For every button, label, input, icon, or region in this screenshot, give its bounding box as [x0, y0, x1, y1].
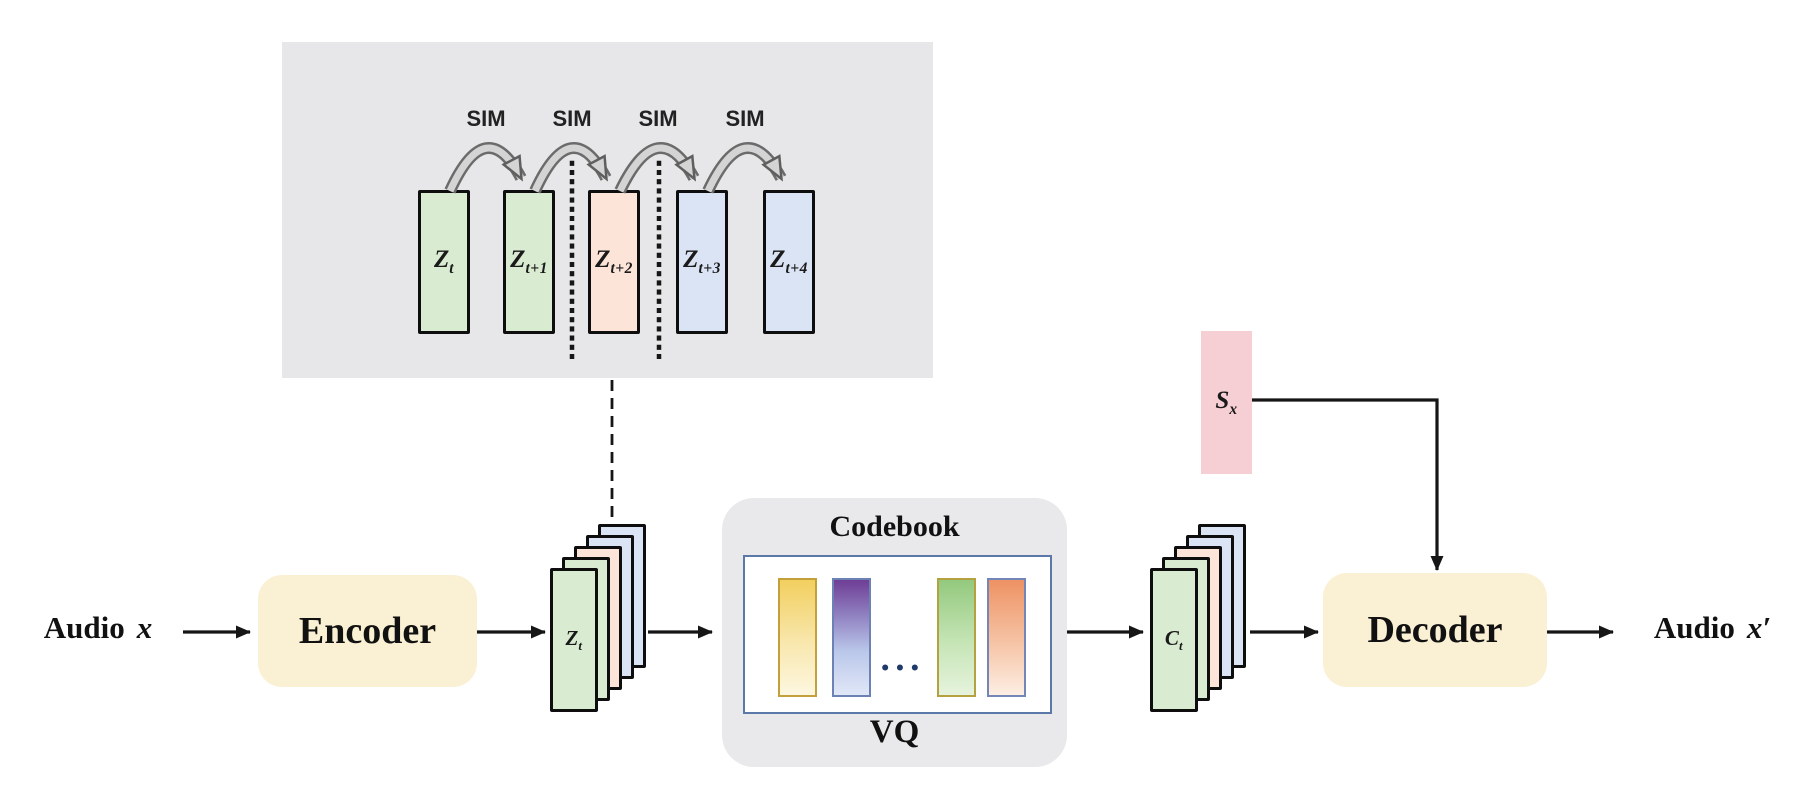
- frame-z-t4: Zt+4: [763, 190, 815, 334]
- similarity-panel: SIM SIM SIM SIM Zt Zt+1 Zt+2 Zt+3 Zt+4: [282, 42, 933, 378]
- audio-output-symbol: x′: [1746, 610, 1772, 645]
- codebook-inner-box: •••: [743, 555, 1052, 714]
- sim-label-4: SIM: [725, 106, 765, 131]
- vq-label: VQ: [869, 714, 920, 750]
- frame-z-t1: Zt+1: [503, 190, 555, 334]
- codebook-block: Codebook ••• VQ: [722, 498, 1067, 767]
- codebook-ellipsis: •••: [879, 659, 925, 679]
- audio-output-label: Audio x′: [1625, 610, 1800, 646]
- frame-z-t3: Zt+3: [676, 190, 728, 334]
- code-c-stack: Ct: [1150, 524, 1250, 714]
- encoder-label: Encoder: [298, 610, 437, 652]
- latent-stack-label: Zt: [565, 625, 583, 654]
- frame-z-t2: Zt+2: [588, 190, 640, 334]
- codebook-title: Codebook: [829, 510, 960, 543]
- codebook-vector-2: [832, 578, 871, 697]
- codebook-vector-3: [937, 578, 976, 697]
- frame-z-t1-label: Zt+1: [510, 246, 548, 277]
- sim-label-3: SIM: [638, 106, 678, 131]
- sim-label-1: SIM: [466, 106, 506, 131]
- codebook-vector-1: [778, 578, 817, 697]
- frame-z-t2-label: Zt+2: [595, 246, 633, 277]
- latent-stack-front: Zt: [550, 568, 598, 712]
- frame-z-t: Zt: [418, 190, 470, 334]
- speaker-embedding-box: Sx: [1201, 331, 1252, 474]
- latent-z-stack: Zt: [550, 524, 650, 714]
- frame-z-t-label: Zt: [433, 246, 455, 277]
- sim-label-2: SIM: [552, 106, 592, 131]
- code-stack-front: Ct: [1150, 568, 1198, 712]
- audio-input-symbol: x: [136, 610, 153, 645]
- encoder-block: Encoder: [258, 575, 477, 687]
- audio-output-word: Audio: [1653, 610, 1735, 645]
- frame-z-t4-label: Zt+4: [770, 246, 808, 277]
- frame-z-t3-label: Zt+3: [683, 246, 721, 277]
- speaker-embedding-label: Sx: [1215, 386, 1238, 418]
- arrow-speaker-to-decoder: [1252, 398, 1444, 571]
- code-stack-label: Ct: [1164, 625, 1184, 654]
- codebook-vector-4: [987, 578, 1026, 697]
- audio-input-word: Audio: [43, 610, 125, 645]
- decoder-label: Decoder: [1367, 609, 1503, 651]
- decoder-block: Decoder: [1323, 573, 1547, 687]
